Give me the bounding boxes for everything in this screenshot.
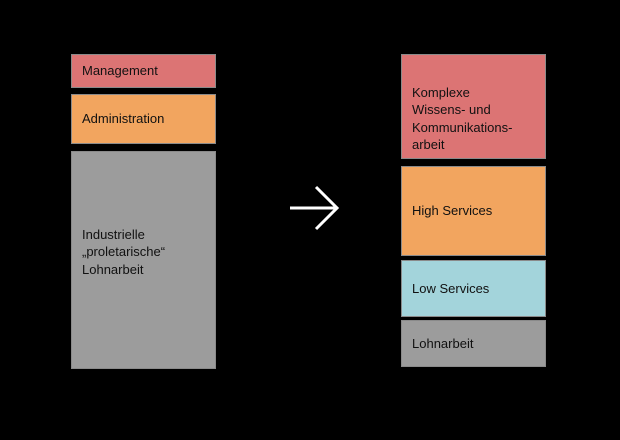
box-komplexe-wissensarbeit: Komplexe Wissens- und Kommunikations- ar…	[401, 54, 546, 159]
box-high-services: High Services	[401, 166, 546, 256]
box-industrielle-lohnarbeit: Industrielle „proletarische“ Lohnarbeit	[71, 151, 216, 369]
box-administration-label: Administration	[82, 111, 165, 127]
box-management-label: Management	[82, 63, 158, 79]
box-komplexe-wissensarbeit-label: Komplexe Wissens- und Kommunikations- ar…	[412, 84, 513, 153]
box-lohnarbeit-label: Lohnarbeit	[412, 335, 474, 351]
box-industrielle-lohnarbeit-label: Industrielle „proletarische“ Lohnarbeit	[82, 226, 166, 277]
box-low-services: Low Services	[401, 260, 546, 317]
box-administration: Administration	[71, 94, 216, 144]
box-management: Management	[71, 54, 216, 88]
box-lohnarbeit: Lohnarbeit	[401, 320, 546, 367]
box-high-services-label: High Services	[412, 203, 493, 219]
right-arrow-icon	[290, 185, 340, 231]
box-low-services-label: Low Services	[412, 280, 490, 296]
